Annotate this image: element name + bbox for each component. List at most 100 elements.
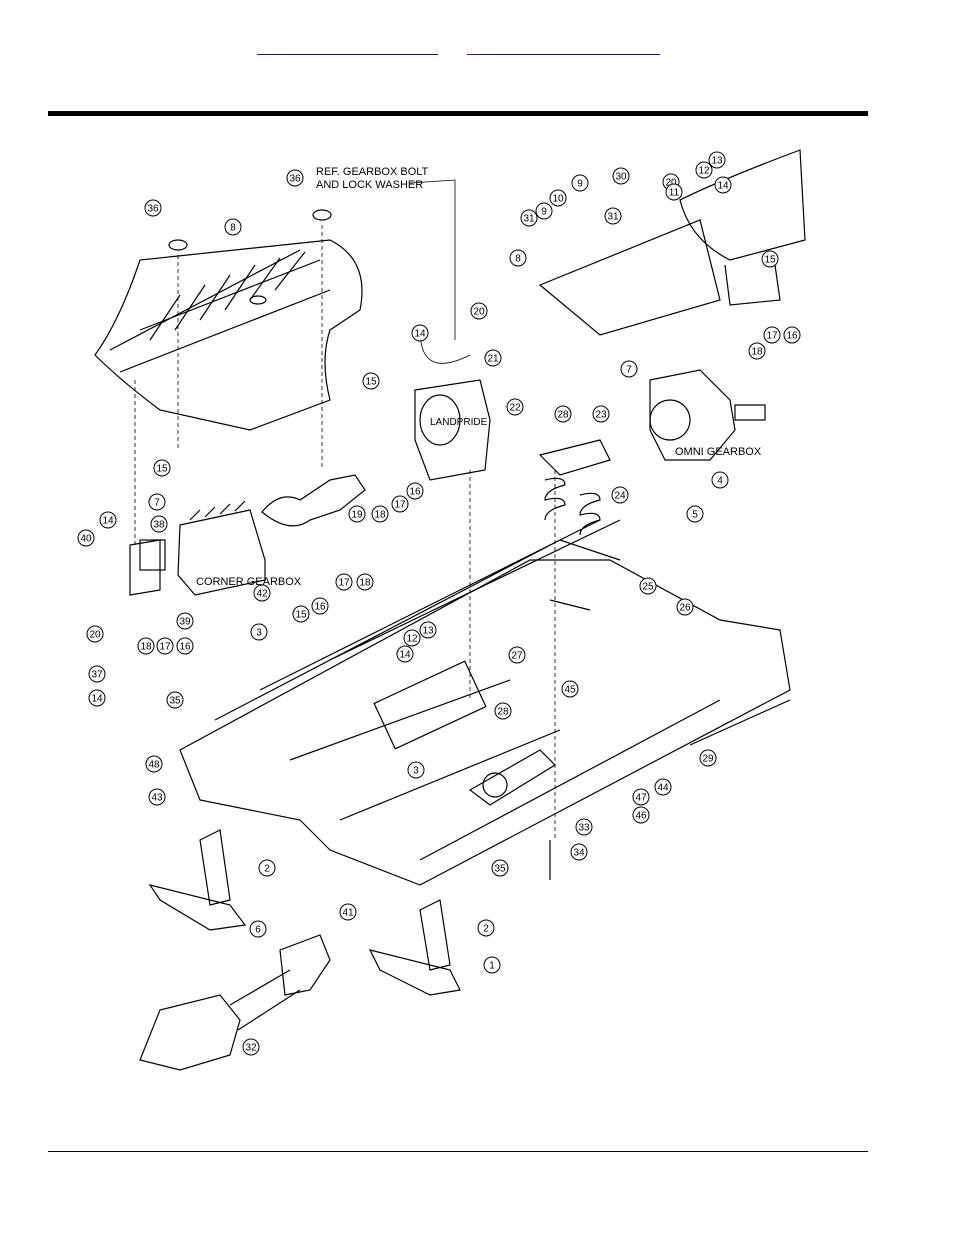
callout-16: 16	[176, 637, 194, 655]
callout-8: 8	[224, 218, 242, 236]
ref-gearbox-label-2: AND LOCK WASHER	[316, 179, 423, 191]
callout-number: 28	[557, 410, 569, 421]
callout-15: 15	[153, 459, 171, 477]
callout-number: 7	[154, 498, 160, 509]
callout-1: 1	[483, 956, 501, 974]
corner-gearbox	[177, 509, 266, 596]
callout-26: 26	[676, 598, 694, 616]
callout-27: 27	[508, 646, 526, 664]
callout-number: 12	[406, 634, 418, 645]
callout-43: 43	[148, 788, 166, 806]
brand-label: LANDPRIDE	[430, 417, 488, 428]
callout-number: 16	[409, 487, 421, 498]
callout-number: 2	[264, 864, 270, 875]
callout-number: 38	[153, 520, 165, 531]
callout-number: 20	[89, 630, 101, 641]
callout-number: 36	[289, 174, 301, 185]
callout-10: 10	[549, 189, 567, 207]
pto-shaft	[139, 994, 241, 1071]
omni-gearbox	[649, 369, 736, 461]
callout-23: 23	[592, 405, 610, 423]
callout-2: 2	[258, 859, 276, 877]
callout-number: 22	[509, 403, 521, 414]
callout-number: 34	[573, 848, 585, 859]
callout-11: 11	[665, 183, 683, 201]
callout-18: 18	[137, 637, 155, 655]
callout-number: 35	[169, 696, 181, 707]
skid-1	[368, 949, 461, 996]
header-link-1[interactable]	[257, 40, 438, 55]
header-link-2[interactable]	[467, 40, 660, 55]
callout-number: 6	[255, 925, 261, 936]
callout-15: 15	[761, 250, 779, 268]
callout-41: 41	[339, 903, 357, 921]
callout-number: 41	[342, 908, 354, 919]
callout-number: 1	[489, 961, 495, 972]
callout-number: 16	[786, 331, 798, 342]
callout-number: 46	[635, 811, 647, 822]
callout-number: 24	[614, 491, 626, 502]
callout-number: 15	[365, 377, 377, 388]
callout-number: 23	[595, 410, 607, 421]
callout-3: 3	[250, 623, 268, 641]
top-shield	[94, 239, 363, 431]
callout-6: 6	[249, 920, 267, 938]
callout-29: 29	[699, 749, 717, 767]
callout-24: 24	[611, 486, 629, 504]
callout-38: 38	[150, 515, 168, 533]
callout-31: 31	[604, 207, 622, 225]
callout-number: 13	[422, 626, 434, 637]
callout-number: 31	[607, 212, 619, 223]
callout-number: 29	[702, 754, 714, 765]
callout-number: 13	[711, 156, 723, 167]
callout-17: 17	[156, 637, 174, 655]
callout-number: 18	[374, 510, 386, 521]
callout-number: 33	[578, 823, 590, 834]
callout-20: 20	[470, 302, 488, 320]
header-rule	[48, 111, 868, 116]
callout-number: 16	[314, 602, 326, 613]
callout-number: 35	[494, 864, 506, 875]
callout-number: 28	[497, 707, 509, 718]
callout-25: 25	[639, 577, 657, 595]
callout-17: 17	[763, 326, 781, 344]
callout-18: 18	[748, 342, 766, 360]
callout-14: 14	[99, 511, 117, 529]
callout-number: 9	[577, 179, 583, 190]
corner-gearbox-label: CORNER GEARBOX	[196, 576, 302, 588]
callout-32: 32	[242, 1038, 260, 1056]
callout-18: 18	[356, 573, 374, 591]
callout-number: 37	[91, 670, 103, 681]
callout-14: 14	[714, 176, 732, 194]
callout-21: 21	[484, 349, 502, 367]
callout-number: 10	[552, 194, 564, 205]
callout-number: 36	[147, 204, 159, 215]
callout-number: 3	[413, 766, 419, 777]
callout-31: 31	[520, 209, 538, 227]
callout-number: 47	[635, 793, 647, 804]
callout-number: 4	[717, 476, 723, 487]
callout-42: 42	[253, 584, 271, 602]
callout-18: 18	[371, 505, 389, 523]
callout-number: 30	[615, 172, 627, 183]
callout-46: 46	[632, 806, 650, 824]
callout-number: 45	[564, 685, 576, 696]
callout-13: 13	[708, 151, 726, 169]
callout-number: 15	[295, 610, 307, 621]
callout-28: 28	[494, 702, 512, 720]
callout-37: 37	[88, 665, 106, 683]
mower-frame	[179, 559, 791, 886]
callout-number: 8	[515, 254, 521, 265]
callout-14: 14	[396, 645, 414, 663]
callout-14: 14	[411, 324, 429, 342]
callout-number: 43	[151, 793, 163, 804]
callout-22: 22	[506, 398, 524, 416]
skid-6	[148, 884, 247, 931]
callout-15: 15	[362, 372, 380, 390]
callout-36: 36	[286, 169, 304, 187]
callout-number: 14	[91, 694, 103, 705]
callout-14: 14	[88, 689, 106, 707]
callout-35: 35	[166, 691, 184, 709]
callout-number: 8	[230, 223, 236, 234]
callout-number: 42	[256, 589, 268, 600]
